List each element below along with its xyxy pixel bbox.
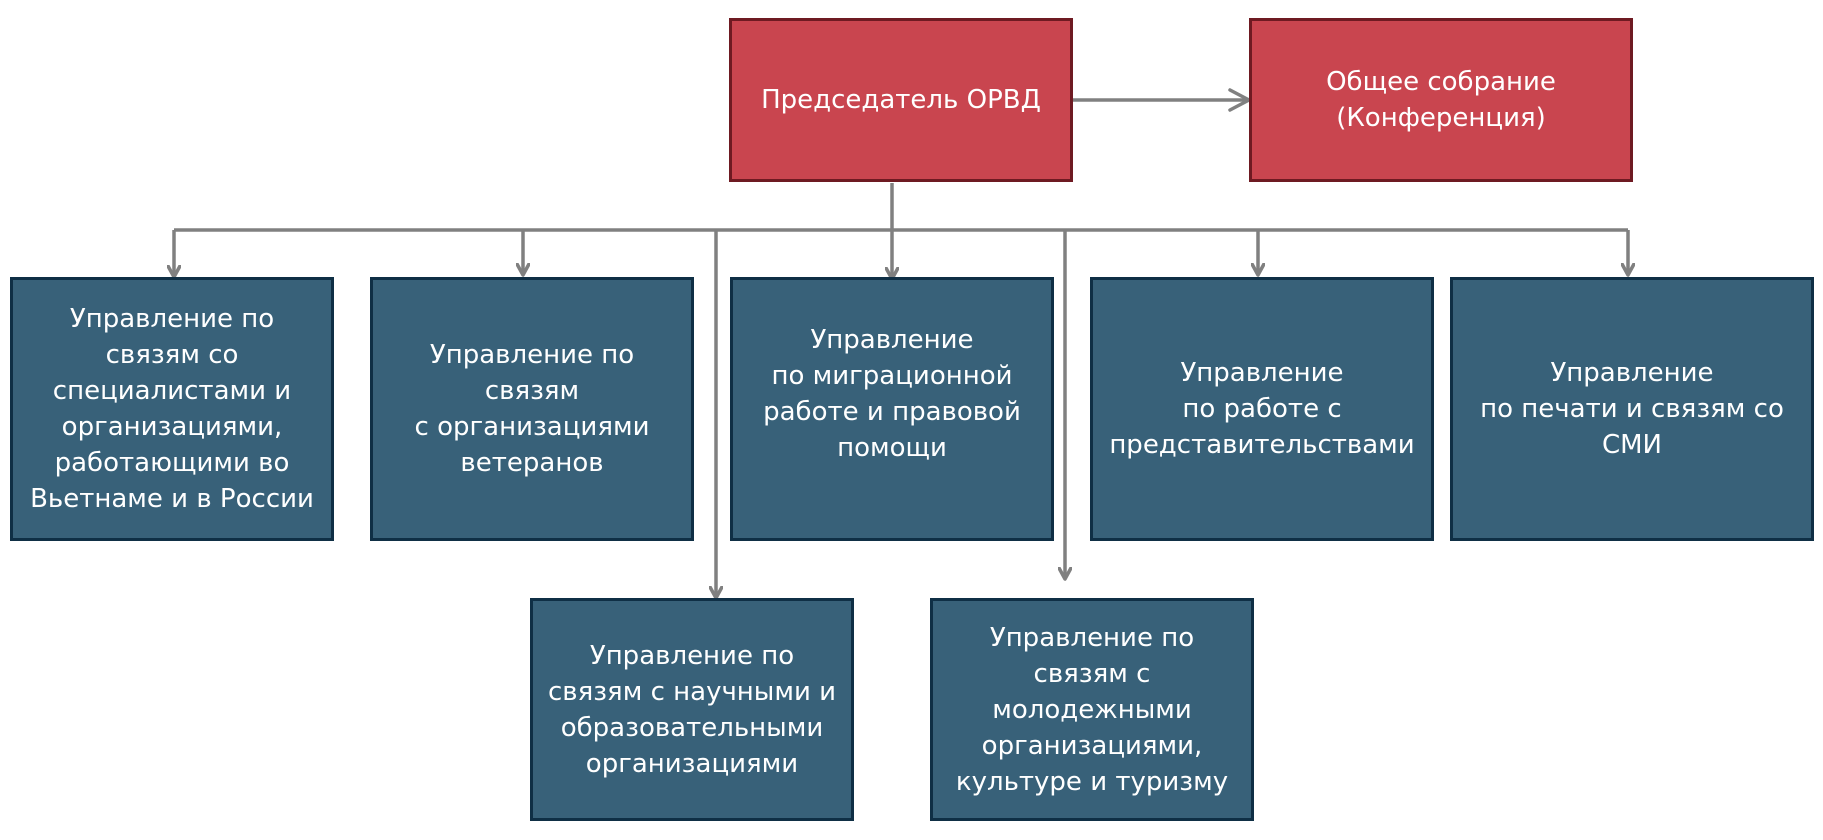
dept-representations-box: Управление по работе с представительства… [1090, 277, 1434, 541]
dept-science-label: Управление по связям с научными и образо… [547, 640, 837, 779]
assembly-box: Общее собрание (Конференция) [1249, 18, 1633, 182]
dept-science-box: Управление по связям с научными и образо… [530, 598, 854, 821]
dept-press-label: Управление по печати и связям со СМИ [1480, 358, 1784, 460]
dept-vietnam-label: Управление по связям со специалистами и … [30, 304, 314, 514]
dept-veterans-box: Управление по связям с организациями вет… [370, 277, 694, 541]
dept-youth-label: Управление по связям с молодежными орган… [955, 622, 1229, 797]
chair-label: Председатель ОРВД [761, 85, 1041, 115]
dept-migration-label: Управление по миграционной работе и прав… [763, 325, 1021, 463]
dept-press-box: Управление по печати и связям со СМИ [1450, 277, 1814, 541]
chair-box: Председатель ОРВД [729, 18, 1073, 182]
dept-veterans-label: Управление по связям с организациями вет… [414, 340, 650, 478]
dept-migration-box: Управление по миграционной работе и прав… [730, 277, 1054, 541]
assembly-label: Общее собрание (Конференция) [1326, 67, 1556, 133]
dept-youth-box: Управление по связям с молодежными орган… [930, 598, 1254, 821]
dept-representations-label: Управление по работе с представительства… [1109, 358, 1415, 460]
dept-vietnam-box: Управление по связям со специалистами и … [10, 277, 334, 541]
